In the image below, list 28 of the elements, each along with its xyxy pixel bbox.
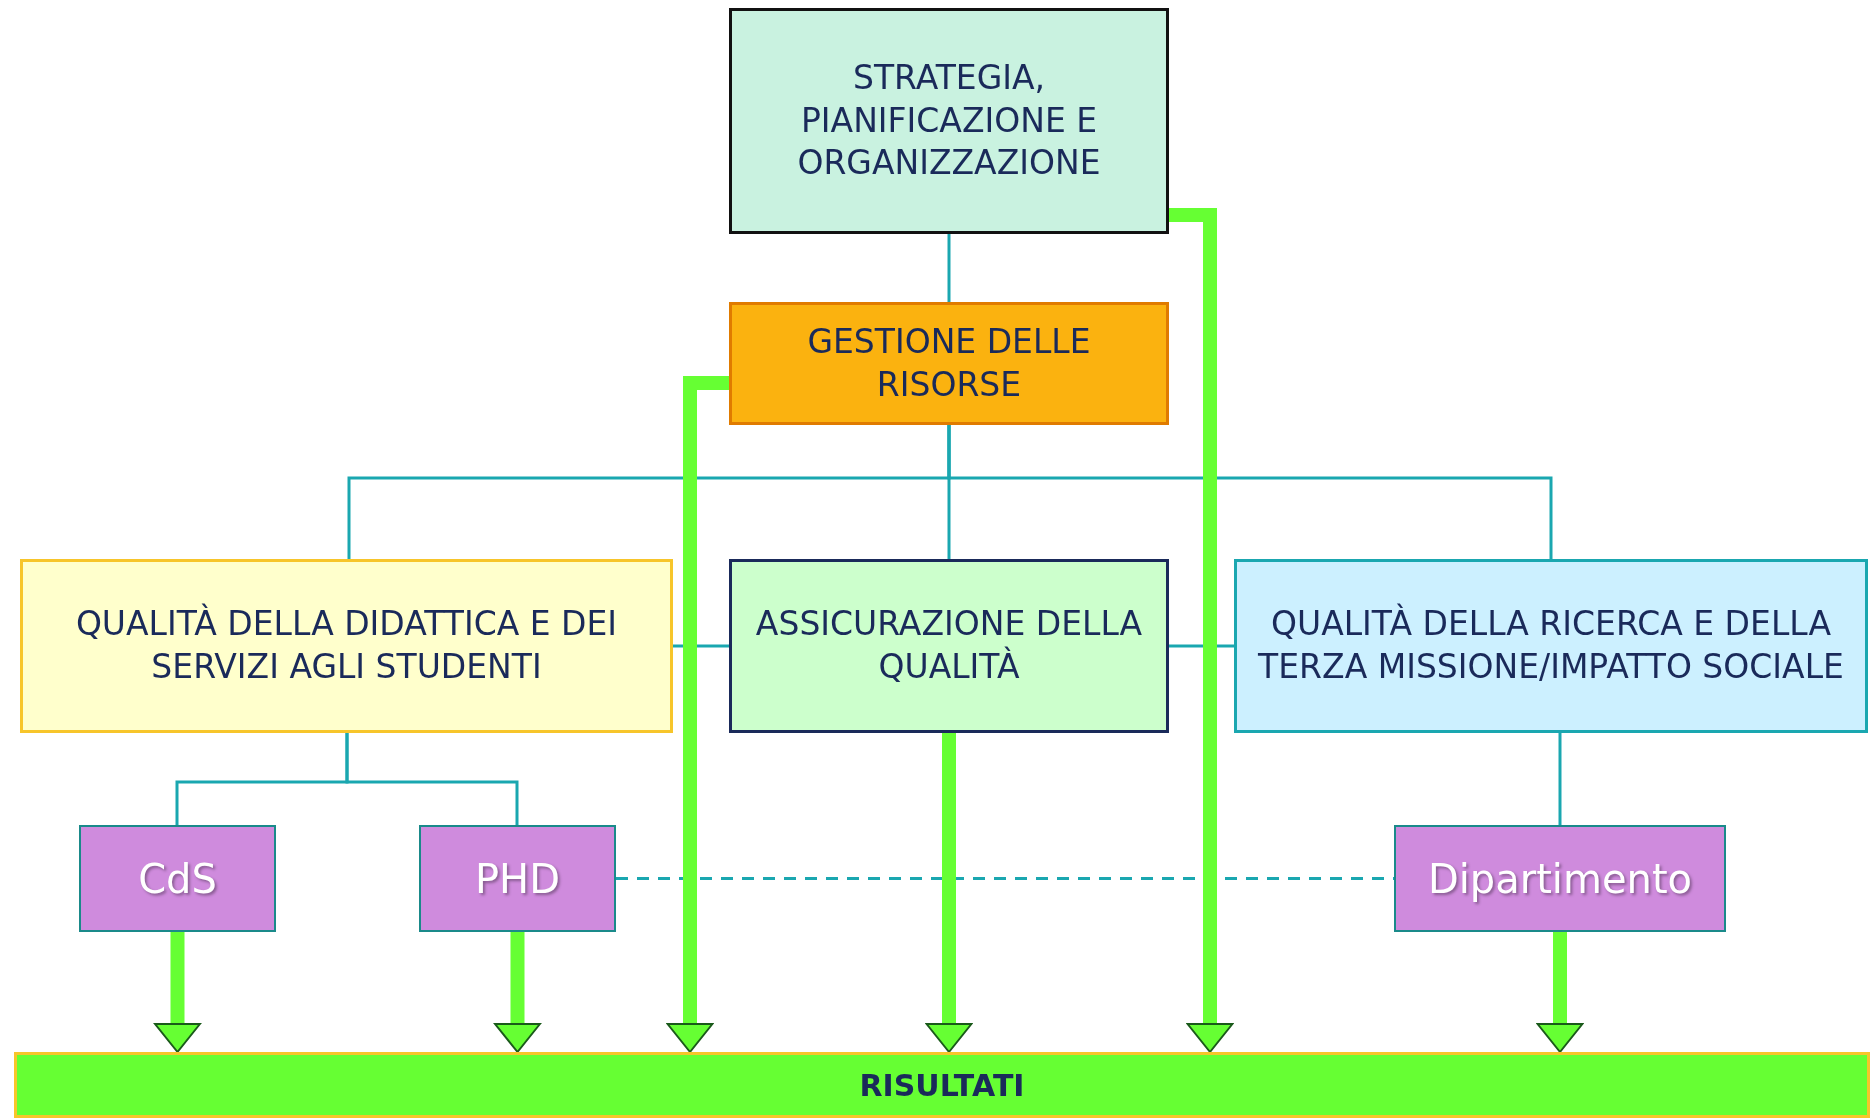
process-box xyxy=(729,559,1169,733)
process-box xyxy=(729,302,1169,425)
box-label: ASSICURAZIONE DELLA QUALITÀ xyxy=(754,603,1144,688)
arrow xyxy=(666,376,729,1053)
box-label: RISULTATI xyxy=(859,1066,1025,1105)
arrow xyxy=(1169,208,1234,1053)
connector-line xyxy=(1558,733,1562,825)
process-box xyxy=(1234,559,1868,733)
box-label: GESTIONE DELLE RISORSE xyxy=(806,320,1092,406)
process-box xyxy=(729,8,1169,234)
process-box xyxy=(14,1052,1870,1118)
connector-line xyxy=(345,733,519,825)
connector-line xyxy=(947,234,951,302)
arrow xyxy=(494,932,541,1053)
process-box xyxy=(20,559,673,733)
arrow xyxy=(925,733,973,1053)
box-label: QUALITÀ DELLA RICERCA E DELLA TERZA MISSIONE/IMPATTO SOCIALE xyxy=(1257,603,1845,688)
process-box xyxy=(79,825,276,932)
process-box xyxy=(419,825,616,932)
arrow xyxy=(154,932,201,1053)
box-label: PHD xyxy=(475,854,560,904)
box-label: QUALITÀ DELLA DIDATTICA E DEI SERVIZI AGLI STUDENTI xyxy=(74,603,619,688)
box-label: CdS xyxy=(138,854,217,904)
connector-line xyxy=(947,425,1553,559)
arrow xyxy=(1536,932,1584,1053)
box-label: Dipartimento xyxy=(1427,854,1693,904)
process-box xyxy=(1394,825,1726,932)
box-label: STRATEGIA, PIANIFICAZIONE E ORGANIZZAZIONE xyxy=(796,56,1102,185)
